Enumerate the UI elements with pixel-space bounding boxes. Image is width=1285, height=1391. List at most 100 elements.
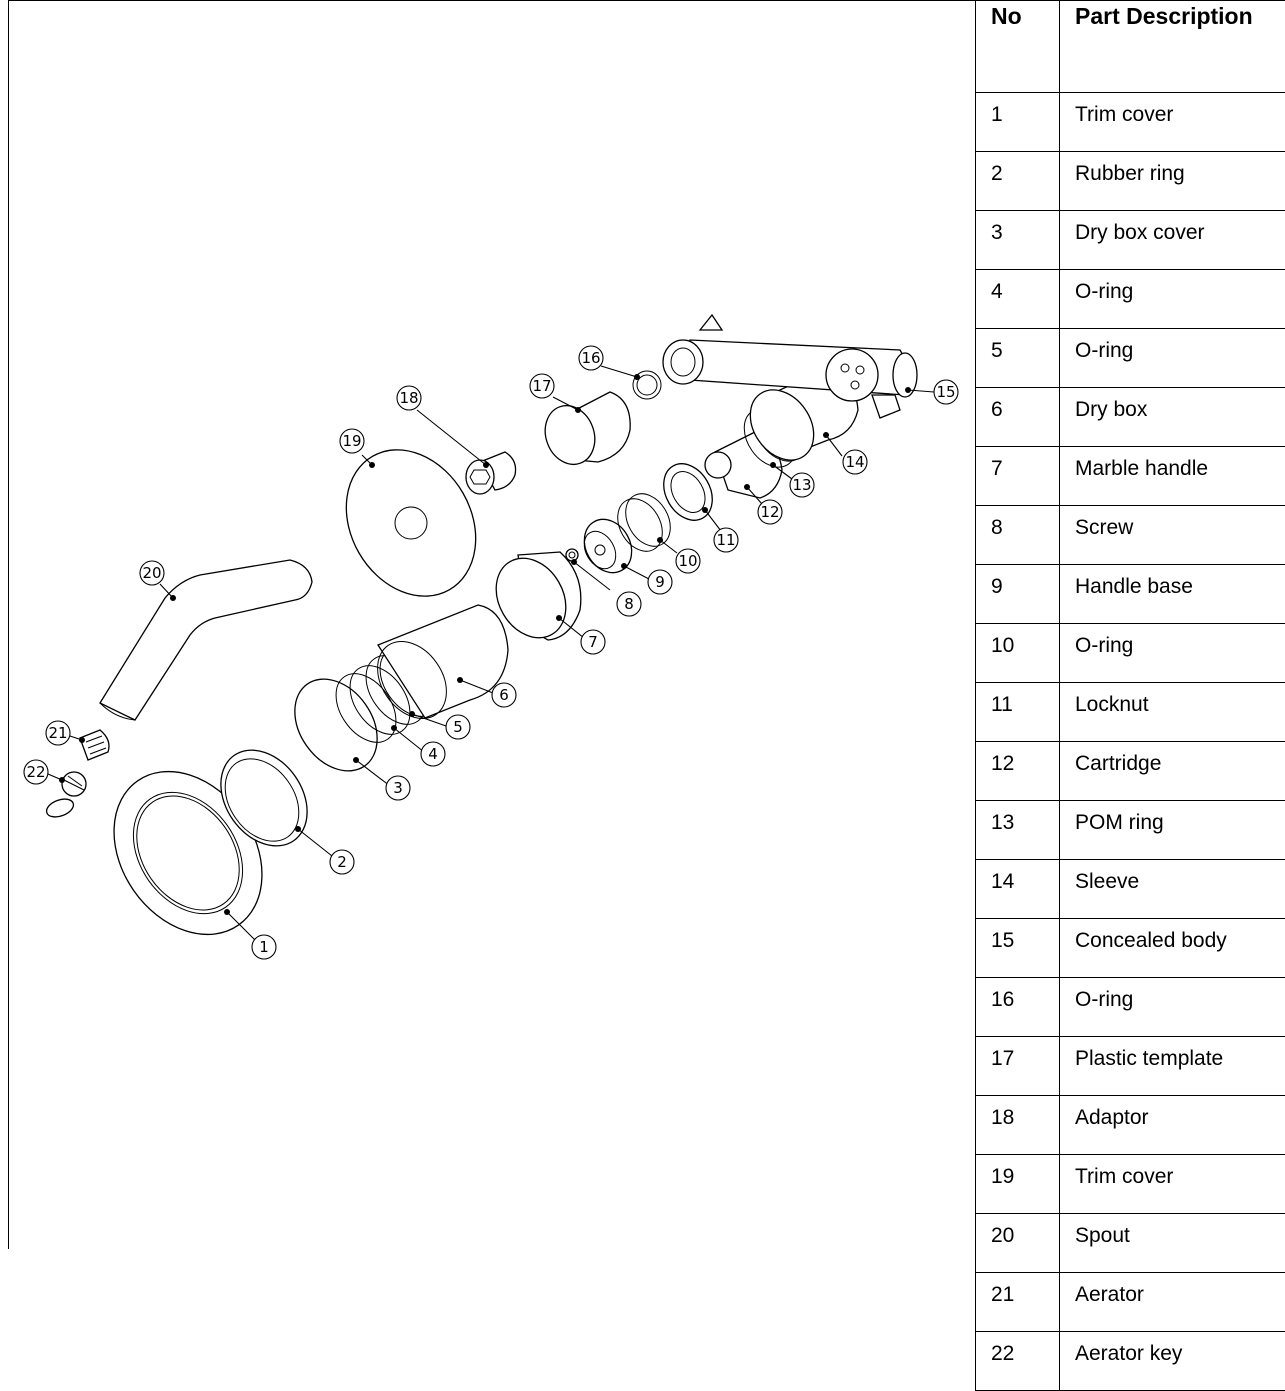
- svg-text:6: 6: [499, 686, 509, 704]
- svg-text:3: 3: [393, 779, 403, 797]
- part-aerator-key: [44, 772, 86, 820]
- callout-4: 4: [421, 742, 445, 766]
- part-number-cell: 17: [976, 1037, 1060, 1096]
- column-header-description: Part Description: [1060, 1, 1285, 93]
- svg-text:16: 16: [581, 349, 600, 367]
- part-description-cell: Concealed body: [1060, 919, 1285, 978]
- part-number-cell: 3: [976, 211, 1060, 270]
- part-number-cell: 8: [976, 506, 1060, 565]
- part-number-cell: 9: [976, 565, 1060, 624]
- part-number-cell: 4: [976, 270, 1060, 329]
- part-description-cell: O-ring: [1060, 978, 1285, 1037]
- callout-17: 17: [530, 374, 554, 398]
- part-number-cell: 12: [976, 742, 1060, 801]
- part-description-cell: Cartridge: [1060, 742, 1285, 801]
- callout-2: 2: [330, 850, 354, 874]
- callout-12: 12: [758, 500, 782, 524]
- callout-8: 8: [617, 592, 641, 616]
- callout-11: 11: [714, 528, 738, 552]
- part-description-cell: O-ring: [1060, 624, 1285, 683]
- callout-19: 19: [340, 429, 364, 453]
- callout-16: 16: [579, 346, 603, 370]
- svg-text:15: 15: [936, 383, 955, 401]
- part-description-cell: Handle base: [1060, 565, 1285, 624]
- part-spout: [100, 560, 312, 720]
- callout-6: 6: [492, 683, 516, 707]
- part-number-cell: 11: [976, 683, 1060, 742]
- part-description-cell: Spout: [1060, 1214, 1285, 1273]
- part-description-cell: POM ring: [1060, 801, 1285, 860]
- part-description-cell: Aerator: [1060, 1273, 1285, 1332]
- part-description-cell: Rubber ring: [1060, 152, 1285, 211]
- part-number-cell: 1: [976, 93, 1060, 152]
- part-number-cell: 7: [976, 447, 1060, 506]
- part-description-cell: Sleeve: [1060, 860, 1285, 919]
- part-aerator: [80, 730, 109, 760]
- callout-1: 1: [252, 935, 276, 959]
- part-number-cell: 2: [976, 152, 1060, 211]
- part-dry-box: [363, 605, 508, 732]
- part-number-cell: 19: [976, 1155, 1060, 1214]
- svg-text:13: 13: [792, 476, 811, 494]
- callout-22: 22: [24, 760, 48, 784]
- part-number-cell: 5: [976, 329, 1060, 388]
- part-number-cell: 20: [976, 1214, 1060, 1273]
- part-screw: [566, 549, 578, 561]
- part-description-cell: Trim cover: [1060, 93, 1285, 152]
- part-dry-box-cover: [278, 663, 394, 786]
- svg-text:9: 9: [655, 573, 665, 591]
- callout-18: 18: [397, 386, 421, 410]
- part-number-cell: 13: [976, 801, 1060, 860]
- svg-text:14: 14: [845, 453, 864, 471]
- svg-text:8: 8: [624, 595, 634, 613]
- column-header-no: No: [976, 1, 1060, 93]
- part-number-cell: 6: [976, 388, 1060, 447]
- part-description-cell: Dry box cover: [1060, 211, 1285, 270]
- part-number-cell: 22: [976, 1332, 1060, 1391]
- callout-7: 7: [581, 630, 605, 654]
- part-description-cell: Screw: [1060, 506, 1285, 565]
- callout-13: 13: [790, 473, 814, 497]
- part-description-cell: Adaptor: [1060, 1096, 1285, 1155]
- callout-21: 21: [46, 721, 70, 745]
- svg-text:17: 17: [532, 377, 551, 395]
- part-number-cell: 14: [976, 860, 1060, 919]
- svg-text:12: 12: [760, 503, 779, 521]
- part-description-cell: Locknut: [1060, 683, 1285, 742]
- callout-9: 9: [648, 570, 672, 594]
- svg-text:4: 4: [428, 745, 438, 763]
- part-description-cell: Dry box: [1060, 388, 1285, 447]
- callout-14: 14: [843, 450, 867, 474]
- callout-5: 5: [446, 715, 470, 739]
- svg-text:20: 20: [142, 564, 161, 582]
- svg-text:21: 21: [48, 724, 67, 742]
- callout-20: 20: [140, 561, 164, 585]
- callout-15: 15: [934, 380, 958, 404]
- part-number-cell: 16: [976, 978, 1060, 1037]
- part-description-cell: Aerator key: [1060, 1332, 1285, 1391]
- part-plastic-template: [537, 392, 630, 471]
- part-adaptor: [466, 452, 516, 494]
- callout-3: 3: [386, 776, 410, 800]
